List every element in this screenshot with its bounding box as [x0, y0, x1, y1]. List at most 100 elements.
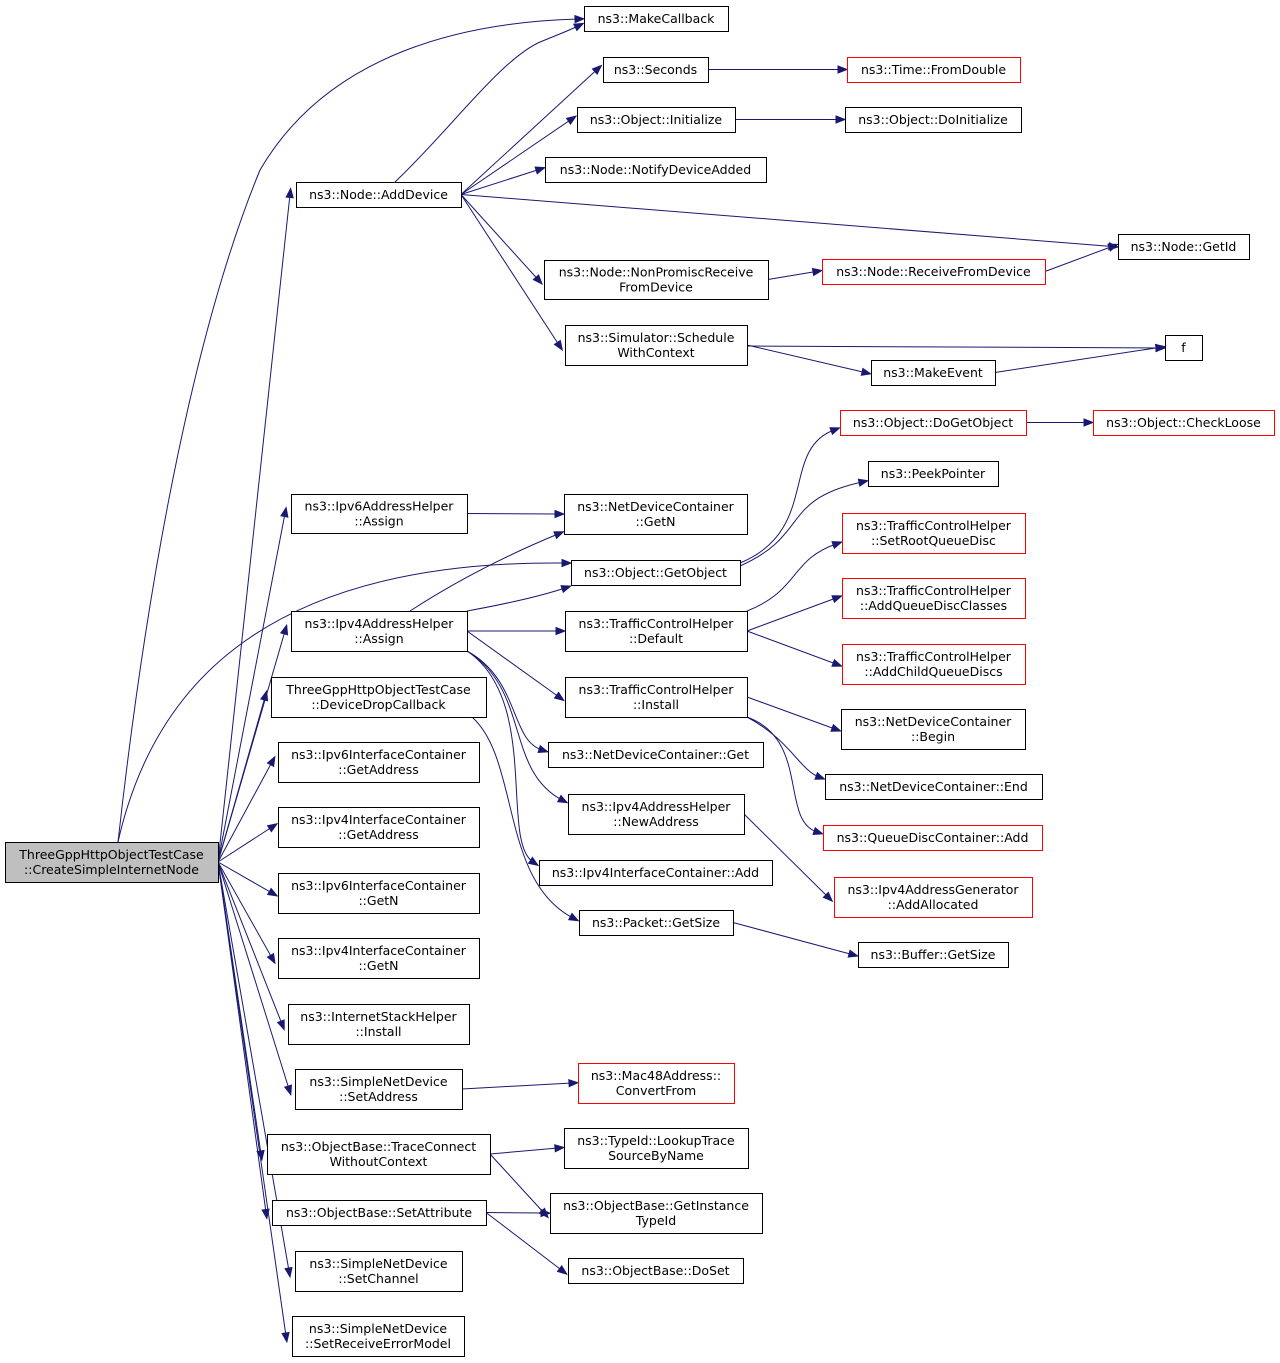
node-root[interactable]: ThreeGppHttpObjectTestCase::CreateSimple…: [5, 842, 219, 883]
node-box-netdevbegin[interactable]: [841, 709, 1026, 750]
node-newaddress[interactable]: ns3::Ipv4AddressHelper::NewAddress: [568, 794, 745, 835]
node-box-setchannel[interactable]: [295, 1251, 463, 1292]
node-box-schedulewithcontext[interactable]: [565, 325, 748, 366]
node-addallocated[interactable]: ns3::Ipv4AddressGenerator::AddAllocated: [834, 877, 1033, 918]
node-box-checkloose[interactable]: [1093, 410, 1275, 436]
node-ipv4ifadd[interactable]: ns3::Ipv4InterfaceContainer::Add: [539, 860, 773, 886]
node-getid[interactable]: ns3::Node::GetId: [1118, 234, 1250, 260]
node-seconds[interactable]: ns3::Seconds: [603, 57, 709, 83]
node-dogetobject[interactable]: ns3::Object::DoGetObject: [840, 410, 1027, 436]
node-box-netdevend[interactable]: [825, 774, 1043, 800]
node-ipv6assign[interactable]: ns3::Ipv6AddressHelper::Assign: [291, 494, 468, 534]
node-packetgetsize[interactable]: ns3::Packet::GetSize: [579, 910, 734, 936]
node-devicedropcallback[interactable]: ThreeGppHttpObjectTestCase::DeviceDropCa…: [271, 677, 487, 718]
node-box-dogetobject[interactable]: [840, 410, 1027, 436]
node-box-initialize[interactable]: [577, 107, 736, 133]
node-box-internetstackinstall[interactable]: [288, 1004, 470, 1045]
node-box-doset[interactable]: [568, 1258, 744, 1284]
node-box-getinstancetypeid[interactable]: [550, 1193, 763, 1234]
node-netdevgetn[interactable]: ns3::NetDeviceContainer::GetN: [564, 494, 748, 535]
node-adddevice[interactable]: ns3::Node::AddDevice: [296, 182, 462, 208]
node-box-netdevget[interactable]: [548, 742, 764, 768]
node-box-traceconnect[interactable]: [267, 1134, 491, 1175]
node-box-doinitialize[interactable]: [845, 107, 1022, 133]
node-box-makeevent[interactable]: [871, 360, 996, 386]
node-box-packetgetsize[interactable]: [579, 910, 734, 936]
node-receivefromdevice[interactable]: ns3::Node::ReceiveFromDevice: [822, 259, 1046, 285]
node-notifydeviceadded[interactable]: ns3::Node::NotifyDeviceAdded: [545, 157, 767, 183]
node-box-setaddress[interactable]: [295, 1069, 463, 1110]
node-box-tchdefault[interactable]: [565, 611, 748, 652]
node-netdevbegin[interactable]: ns3::NetDeviceContainer::Begin: [841, 709, 1026, 750]
node-getobject[interactable]: ns3::Object::GetObject: [571, 560, 741, 586]
node-box-addchildqueuediscs[interactable]: [842, 644, 1026, 685]
node-peekpointer[interactable]: ns3::PeekPointer: [868, 461, 999, 487]
node-box-makecallback[interactable]: [584, 6, 729, 32]
node-ipv4assign[interactable]: ns3::Ipv4AddressHelper::Assign: [291, 611, 468, 652]
node-box-ipv6ifgetaddress[interactable]: [278, 742, 480, 783]
node-traceconnect[interactable]: ns3::ObjectBase::TraceConnectWithoutCont…: [267, 1134, 491, 1175]
node-box-ipv4assign[interactable]: [291, 611, 468, 652]
node-box-adddevice[interactable]: [296, 182, 462, 208]
node-box-ipv6ifgetn[interactable]: [278, 873, 480, 914]
node-box-nonpromisc[interactable]: [544, 260, 769, 300]
node-ipv4ifgetaddress[interactable]: ns3::Ipv4InterfaceContainer::GetAddress: [278, 807, 480, 848]
node-box-ipv6assign[interactable]: [291, 494, 468, 534]
node-box-newaddress[interactable]: [568, 794, 745, 835]
node-doinitialize[interactable]: ns3::Object::DoInitialize: [845, 107, 1022, 133]
node-makecallback[interactable]: ns3::MakeCallback: [584, 6, 729, 32]
node-box-devicedropcallback[interactable]: [271, 677, 487, 718]
node-box-root[interactable]: [5, 842, 219, 883]
node-box-setattribute[interactable]: [272, 1200, 487, 1226]
node-setaddress[interactable]: ns3::SimpleNetDevice::SetAddress: [295, 1069, 463, 1110]
node-box-ipv4ifgetaddress[interactable]: [278, 807, 480, 848]
node-box-setrootqueuedisc[interactable]: [842, 513, 1026, 554]
node-tchinstall[interactable]: ns3::TrafficControlHelper::Install: [565, 677, 748, 718]
node-setreceiveerrormodel[interactable]: ns3::SimpleNetDevice::SetReceiveErrorMod…: [292, 1316, 465, 1357]
node-box-tchinstall[interactable]: [565, 677, 748, 718]
node-box-notifydeviceadded[interactable]: [545, 157, 767, 183]
node-tchdefault[interactable]: ns3::TrafficControlHelper::Default: [565, 611, 748, 652]
node-box-getid[interactable]: [1118, 234, 1250, 260]
node-box-addqueuediscclasses[interactable]: [842, 578, 1026, 619]
node-box-queuediscadd[interactable]: [823, 825, 1043, 851]
node-box-buffergetsize[interactable]: [858, 942, 1009, 968]
node-ipv6ifgetaddress[interactable]: ns3::Ipv6InterfaceContainer::GetAddress: [278, 742, 480, 783]
node-box-fromdouble[interactable]: [847, 57, 1021, 83]
node-box-seconds[interactable]: [603, 57, 709, 83]
node-box-ipv4ifgetn[interactable]: [278, 938, 480, 979]
node-box-getobject[interactable]: [571, 560, 741, 586]
node-netdevget[interactable]: ns3::NetDeviceContainer::Get: [548, 742, 764, 768]
node-box-f[interactable]: [1165, 335, 1203, 361]
node-box-mac48convertfrom[interactable]: [578, 1063, 735, 1104]
node-fromdouble[interactable]: ns3::Time::FromDouble: [847, 57, 1021, 83]
node-checkloose[interactable]: ns3::Object::CheckLoose: [1093, 410, 1275, 436]
node-doset[interactable]: ns3::ObjectBase::DoSet: [568, 1258, 744, 1284]
node-mac48convertfrom[interactable]: ns3::Mac48Address::ConvertFrom: [578, 1063, 735, 1104]
node-ipv4ifgetn[interactable]: ns3::Ipv4InterfaceContainer::GetN: [278, 938, 480, 979]
node-netdevend[interactable]: ns3::NetDeviceContainer::End: [825, 774, 1043, 800]
node-makeevent[interactable]: ns3::MakeEvent: [871, 360, 996, 386]
node-box-peekpointer[interactable]: [868, 461, 999, 487]
node-initialize[interactable]: ns3::Object::Initialize: [577, 107, 736, 133]
node-internetstackinstall[interactable]: ns3::InternetStackHelper::Install: [288, 1004, 470, 1045]
node-box-addallocated[interactable]: [834, 877, 1033, 918]
node-box-setreceiveerrormodel[interactable]: [292, 1316, 465, 1357]
node-f[interactable]: f: [1165, 335, 1203, 361]
node-box-ipv4ifadd[interactable]: [539, 860, 773, 886]
node-box-netdevgetn[interactable]: [564, 494, 748, 535]
node-setchannel[interactable]: ns3::SimpleNetDevice::SetChannel: [295, 1251, 463, 1292]
node-buffergetsize[interactable]: ns3::Buffer::GetSize: [858, 942, 1009, 968]
node-setattribute[interactable]: ns3::ObjectBase::SetAttribute: [272, 1200, 487, 1226]
node-queuediscadd[interactable]: ns3::QueueDiscContainer::Add: [823, 825, 1043, 851]
node-ipv6ifgetn[interactable]: ns3::Ipv6InterfaceContainer::GetN: [278, 873, 480, 914]
node-box-receivefromdevice[interactable]: [822, 259, 1046, 285]
node-addchildqueuediscs[interactable]: ns3::TrafficControlHelper::AddChildQueue…: [842, 644, 1026, 685]
node-addqueuediscclasses[interactable]: ns3::TrafficControlHelper::AddQueueDiscC…: [842, 578, 1026, 619]
node-setrootqueuedisc[interactable]: ns3::TrafficControlHelper::SetRootQueueD…: [842, 513, 1026, 554]
node-box-lookuptrace[interactable]: [564, 1128, 749, 1169]
